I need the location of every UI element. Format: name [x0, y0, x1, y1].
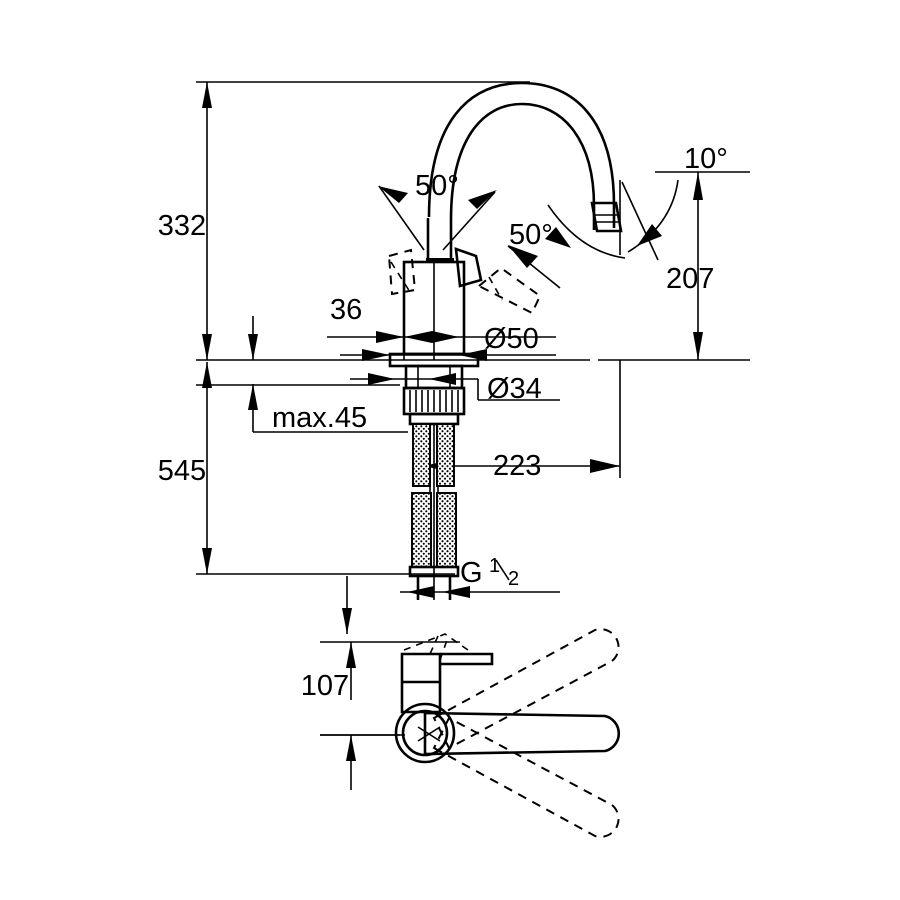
plan-lever-up-position — [432, 628, 620, 750]
arrow-dia34-b — [429, 373, 456, 385]
hose-lower-left — [411, 492, 432, 568]
dimension-36: 36 — [327, 294, 404, 343]
arrow-10-right — [637, 224, 662, 246]
arrow-50-right-b — [508, 245, 538, 268]
arrow-332-bottom — [202, 334, 212, 360]
arrow-332-top — [202, 82, 212, 108]
angle-label-50-right: 50° — [509, 219, 553, 251]
fraction-slash — [495, 559, 510, 581]
hose-lower-right — [436, 492, 457, 568]
plan-lever-down-position — [432, 716, 620, 838]
plan-body-phantom-tick2 — [439, 639, 448, 661]
dim-label-223: 223 — [493, 450, 541, 482]
arrow-207-top — [693, 172, 703, 200]
angle-10-ref-line — [621, 181, 659, 261]
lock-nut — [402, 386, 466, 416]
lever-elevation-phantom — [387, 248, 542, 315]
extension-lines — [196, 81, 750, 575]
body-top-cap — [426, 258, 454, 263]
arrow-max45-up — [248, 384, 258, 410]
arrow-max45-down — [248, 334, 258, 360]
proj-arrow-down — [342, 608, 352, 634]
angle-10: 10° — [545, 143, 728, 261]
dim-label-207: 207 — [666, 263, 714, 295]
lever-elevation-solid — [454, 247, 483, 288]
dimension-max45: max.45 — [248, 316, 408, 434]
dim-label-107: 107 — [301, 670, 349, 702]
angle-50-right: 50° — [442, 190, 561, 289]
angle-10-arc-right — [627, 179, 679, 253]
dim-label-332: 332 — [158, 210, 206, 242]
dim-label-max45: max.45 — [272, 402, 367, 434]
arrow-dia50-b — [432, 331, 459, 343]
dimension-dia34: Ø34 — [350, 373, 560, 405]
dimension-thread-g: G 1 2 — [400, 555, 560, 598]
plan-lever-phantom-down — [432, 716, 620, 838]
lever-cross-b — [417, 726, 441, 742]
angle-50l-leader — [378, 185, 425, 251]
spout-outer-curve — [427, 81, 616, 228]
arrow-207-bottom — [693, 332, 703, 360]
arrow-36 — [376, 331, 404, 343]
arrow-107-up — [346, 735, 356, 761]
arrow-223-right — [590, 459, 620, 473]
nut-washer — [408, 412, 460, 426]
spout-inner-curve — [449, 102, 596, 230]
dimension-107: 107 — [301, 641, 460, 790]
arrow-dia50-c — [362, 349, 390, 361]
arrow-545-bottom — [202, 548, 212, 574]
arrow-50-right-a — [468, 190, 497, 209]
plan-view: 107 — [301, 628, 621, 838]
dim-label-dia50: Ø50 — [484, 323, 539, 355]
hub-outer-circle — [394, 702, 456, 764]
arrow-107-down — [346, 642, 356, 668]
plan-lever-phantom-up — [432, 628, 620, 750]
aerator-outlet — [590, 201, 623, 233]
dim-label-dia34: Ø34 — [487, 373, 542, 405]
deck-assembly — [388, 352, 480, 426]
lever-handle-solid — [454, 247, 483, 288]
angle-50-left: 50° — [378, 170, 459, 251]
lever-phantom-right — [477, 266, 542, 315]
angle-10-arc-left — [547, 204, 626, 259]
dim-label-36: 36 — [330, 294, 362, 326]
dim-label-thread-den: 2 — [508, 568, 519, 590]
lever-phantom-left-detail — [390, 261, 411, 293]
arrow-thread-left — [407, 586, 434, 598]
hose-upper-right — [436, 423, 455, 487]
dimension-207: 207 — [666, 172, 714, 360]
hose-upper-left — [412, 423, 431, 487]
arrow-545-top — [202, 362, 212, 388]
plan-body-phantom-tick — [429, 635, 439, 655]
dimension-545: 545 — [158, 362, 212, 574]
arrow-dia50-a — [404, 331, 432, 343]
dim-label-thread-num: 1 — [489, 555, 500, 577]
dim-label-thread-g: G — [460, 557, 483, 589]
plan-lever-solid — [417, 711, 621, 756]
dim-label-545: 545 — [158, 455, 206, 487]
plan-body-phantom-top — [403, 633, 469, 651]
plan-body-block — [400, 633, 494, 714]
view-projection-lines — [342, 576, 352, 634]
arrow-thread-right — [442, 586, 470, 598]
arrow-dia34-a — [368, 373, 395, 385]
lever-phantom-left — [387, 248, 417, 296]
arrow-10-left — [545, 227, 571, 248]
plan-lever-center-position — [423, 711, 621, 756]
arrow-50-left — [378, 186, 408, 203]
dimension-332: 332 — [158, 82, 212, 360]
plan-body-nose — [440, 652, 494, 666]
lever-phantom-right-detail — [488, 276, 503, 301]
aerator-body — [590, 201, 623, 233]
flexible-hoses — [408, 423, 460, 600]
spout-arc — [427, 81, 623, 233]
angle-label-10: 10° — [684, 143, 728, 175]
elevation-view: 332 545 max.45 36 — [158, 81, 750, 634]
